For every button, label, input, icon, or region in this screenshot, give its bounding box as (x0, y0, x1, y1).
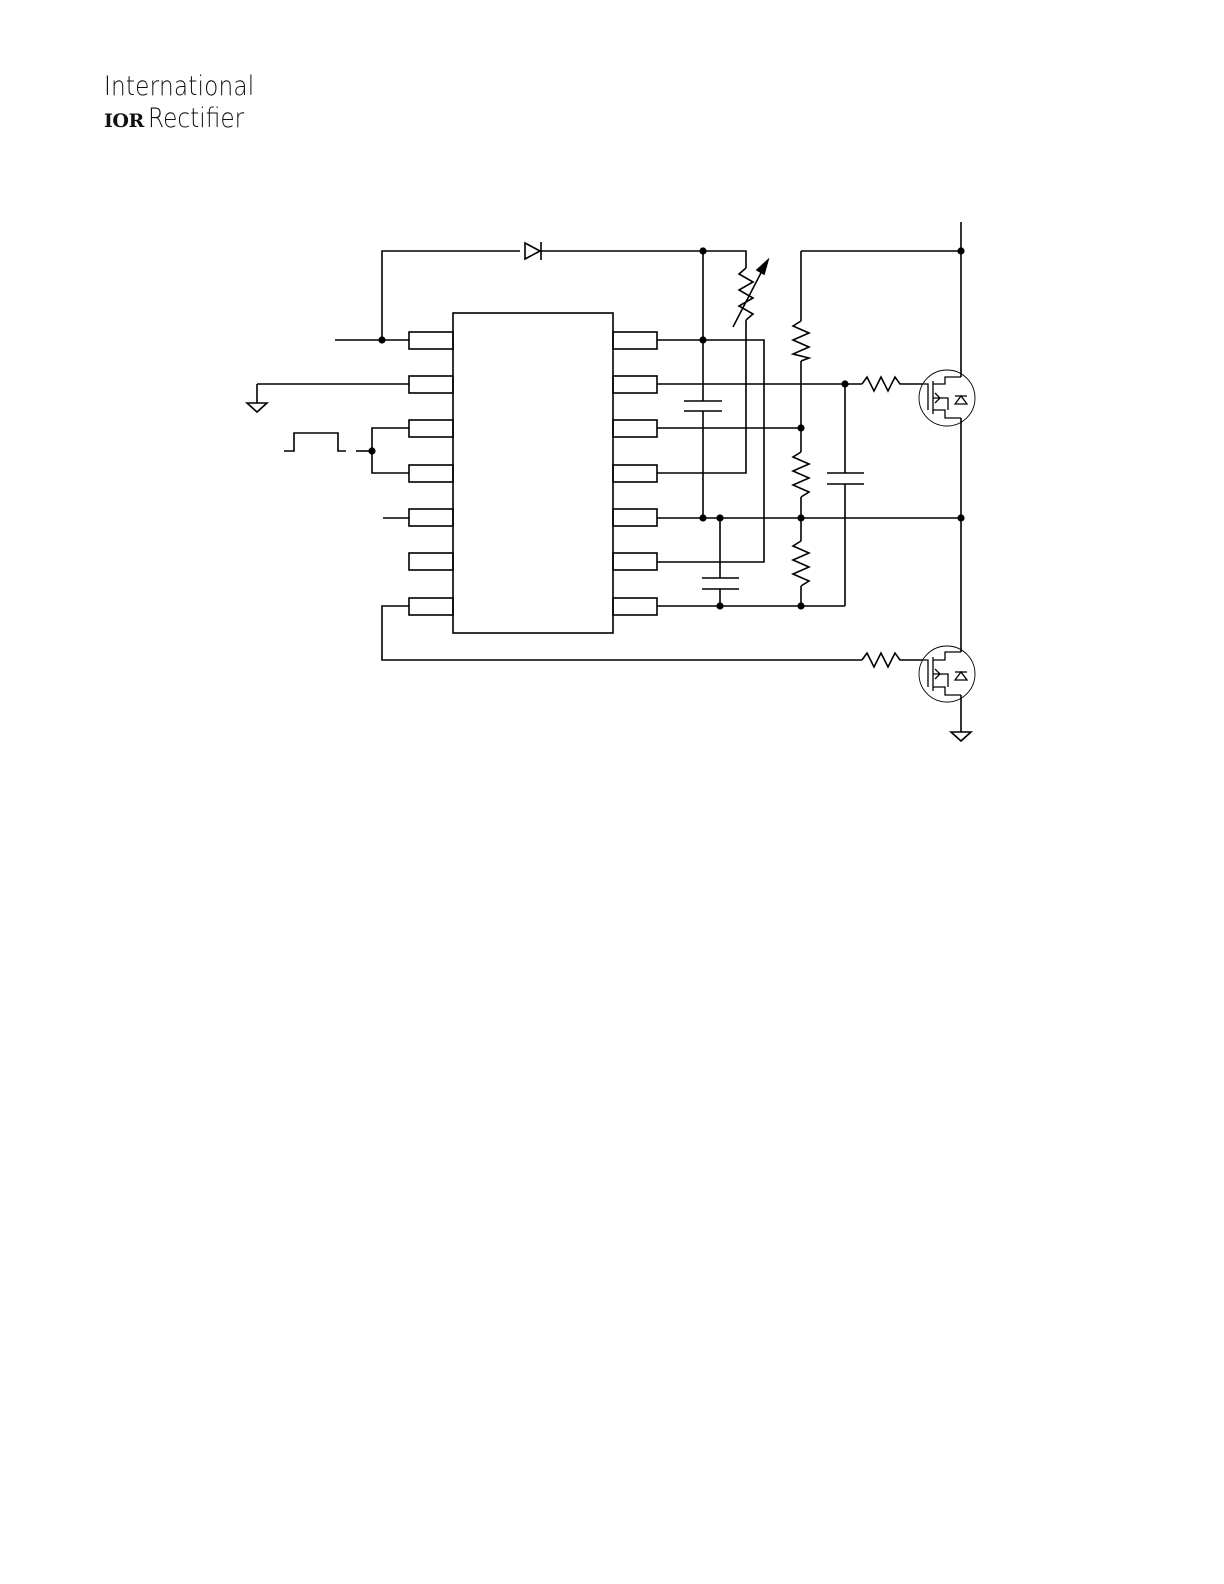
pin-left-6 (408, 552, 454, 571)
ground-symbol-right (948, 731, 974, 743)
gate-resistor-low (861, 651, 922, 669)
international-rectifier-logo: International IOR Rectifier (104, 70, 279, 136)
ior-mark: IOR (104, 110, 144, 132)
resistor-r2 (791, 451, 811, 498)
gate-resistor-high (861, 375, 922, 393)
pin-left-5 (408, 508, 454, 527)
bootstrap-capacitor (684, 400, 722, 412)
pin-left-1 (408, 331, 454, 350)
resistor-r3 (791, 540, 811, 587)
capacitor-c3 (827, 472, 864, 485)
pin-right-3 (612, 419, 658, 438)
right-wiring (657, 222, 962, 732)
pin-left-3 (408, 419, 454, 438)
logo-rectifier-row: IOR Rectifier (104, 104, 279, 136)
ic-body (452, 312, 614, 634)
input-pulse-waveform (284, 432, 346, 452)
resistor-r1 (790, 320, 812, 362)
capacitor-c2 (702, 577, 739, 590)
pin-left-2 (408, 375, 454, 394)
pin-right-6 (612, 552, 658, 571)
logo-rectifier-text: Rectifier (147, 103, 244, 134)
pin-right-2 (612, 375, 658, 394)
ic-right-pins (612, 331, 658, 616)
junction-dots (368, 247, 965, 610)
logo-international-text: International (104, 71, 255, 102)
ground-symbol-left (244, 402, 270, 414)
pin-right-5 (612, 508, 658, 527)
pin-right-1 (612, 331, 658, 350)
pin-left-4 (408, 464, 454, 483)
pin-left-7 (408, 597, 454, 616)
ic-left-pins (408, 331, 454, 616)
high-side-mosfet (918, 369, 976, 427)
bootstrap-diode (524, 241, 703, 261)
pin-right-4 (612, 464, 658, 483)
low-side-mosfet (918, 645, 976, 703)
variable-resistor (732, 257, 770, 328)
pin-right-7 (612, 597, 658, 616)
